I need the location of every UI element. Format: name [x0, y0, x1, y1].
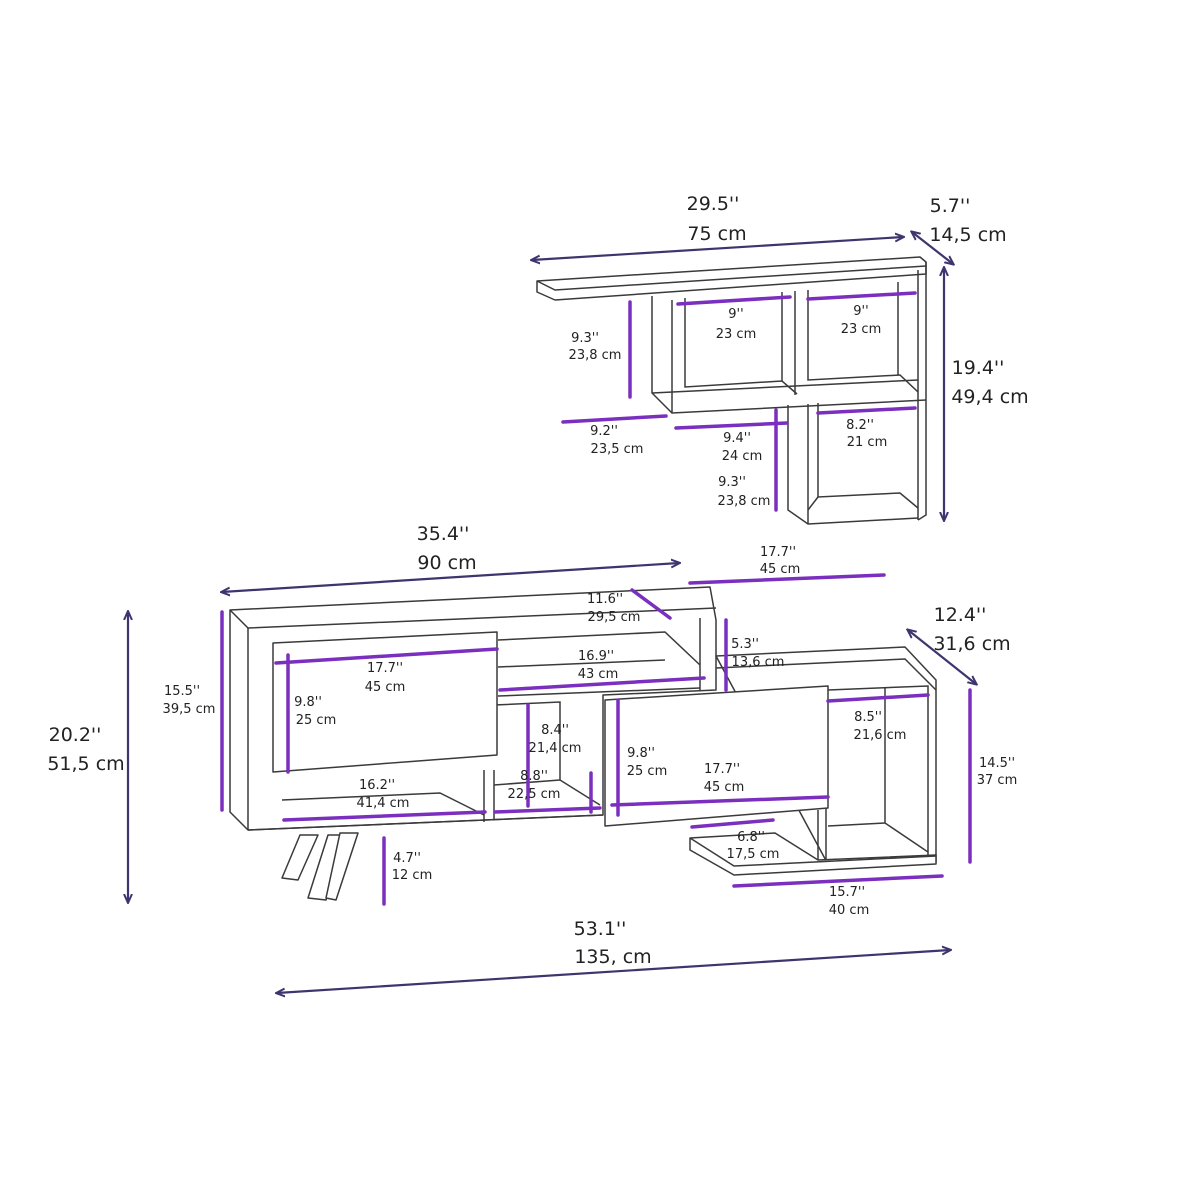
label-upper-left-width-in: 9'': [728, 307, 743, 322]
tv-unit-outline: [229, 586, 937, 901]
label-middle-cell-width-cm: 22,5 cm: [508, 787, 561, 802]
label-leg-height-in: 4.7'': [393, 851, 421, 866]
label-lower-width-in: 8.2'': [846, 418, 874, 433]
label-right-door-width-cm: 45 cm: [704, 780, 745, 795]
label-upper-right-width-in: 9'': [853, 304, 868, 319]
label-bottom-left-width-in: 16.2'': [359, 778, 395, 793]
label-overall-width-cm: 135, cm: [574, 946, 651, 968]
label-middle-span-in: 9.4'': [723, 431, 751, 446]
label-side-bottom-width-in: 15.7'': [829, 885, 865, 900]
label-side-shelf-width-cm: 45 cm: [760, 562, 801, 577]
wall-shelf-labels: 29.5'' 75 cm 5.7'' 14,5 cm 19.4'' 49,4 c…: [569, 193, 1029, 509]
label-bottom-left-width-cm: 41,4 cm: [357, 796, 410, 811]
label-middle-cell-height-cm: 21,4 cm: [529, 741, 582, 756]
label-side-height-in: 14.5'': [979, 756, 1015, 771]
label-small-shelf-width-in: 6.8'': [737, 830, 765, 845]
dimension-lines: [220, 291, 972, 906]
label-lower-height-in: 9.3'': [718, 475, 746, 490]
label-right-door-height-in: 9.8'': [627, 746, 655, 761]
label-lower-height-cm: 23,8 cm: [718, 494, 771, 509]
dimension-arrows: [128, 232, 976, 993]
label-upper-left-width-cm: 23 cm: [716, 327, 757, 342]
label-side-depth-cm: 31,6 cm: [933, 633, 1010, 655]
label-upper-height-cm: 23,8 cm: [569, 348, 622, 363]
label-right-cell-height-in: 8.5'': [854, 710, 882, 725]
tv-unit-labels: 35.4'' 90 cm 17.7'' 45 cm 11.6'' 29,5 cm…: [47, 523, 1017, 968]
label-left-door-height-in: 9.8'': [294, 695, 322, 710]
label-right-door-width-in: 17.7'': [704, 762, 740, 777]
label-main-width-in: 35.4'': [417, 523, 470, 545]
label-lower-width-cm: 21 cm: [847, 435, 888, 450]
label-top-shelf-width-in: 16.9'': [578, 649, 614, 664]
label-shelf-height-cm: 49,4 cm: [951, 386, 1028, 408]
label-side-depth-in: 12.4'': [934, 604, 987, 626]
label-main-depth-in: 11.6'': [587, 592, 623, 607]
label-leg-height-cm: 12 cm: [392, 868, 433, 883]
label-shelf-depth-in: 5.7'': [930, 195, 971, 217]
label-upper-height-in: 9.3'': [571, 331, 599, 346]
label-right-door-height-cm: 25 cm: [627, 764, 668, 779]
label-overall-width-in: 53.1'': [574, 918, 627, 940]
label-shelf-width-in: 29.5'': [687, 193, 740, 215]
label-side-bottom-width-cm: 40 cm: [829, 903, 870, 918]
label-main-width-cm: 90 cm: [417, 552, 476, 574]
label-shelf-height-in: 19.4'': [952, 357, 1005, 379]
label-side-height-cm: 37 cm: [977, 773, 1018, 788]
label-shelf-depth-cm: 14,5 cm: [929, 224, 1006, 246]
label-overhang-cm: 23,5 cm: [591, 442, 644, 457]
label-middle-cell-width-in: 8.8'': [520, 769, 548, 784]
label-left-door-width-in: 17.7'': [367, 661, 403, 676]
label-middle-cell-height-in: 8.4'': [541, 723, 569, 738]
label-left-door-height-cm: 25 cm: [296, 713, 337, 728]
label-total-height-in: 20.2'': [49, 724, 102, 746]
label-step-height-in: 5.3'': [731, 637, 759, 652]
label-right-cell-height-cm: 21,6 cm: [854, 728, 907, 743]
label-small-shelf-width-cm: 17,5 cm: [727, 847, 780, 862]
label-shelf-width-cm: 75 cm: [687, 223, 746, 245]
label-upper-right-width-cm: 23 cm: [841, 322, 882, 337]
label-step-height-cm: 13,6 cm: [732, 655, 785, 670]
label-side-shelf-width-in: 17.7'': [760, 545, 796, 560]
label-overhang-in: 9.2'': [590, 424, 618, 439]
label-total-height-cm: 51,5 cm: [47, 753, 124, 775]
label-body-height-in: 15.5'': [164, 684, 200, 699]
label-body-height-cm: 39,5 cm: [163, 702, 216, 717]
label-top-shelf-width-cm: 43 cm: [578, 667, 619, 682]
wall-shelf-outline: [536, 256, 927, 525]
label-middle-span-cm: 24 cm: [722, 449, 763, 464]
label-left-door-width-cm: 45 cm: [365, 680, 406, 695]
label-main-depth-cm: 29,5 cm: [588, 610, 641, 625]
